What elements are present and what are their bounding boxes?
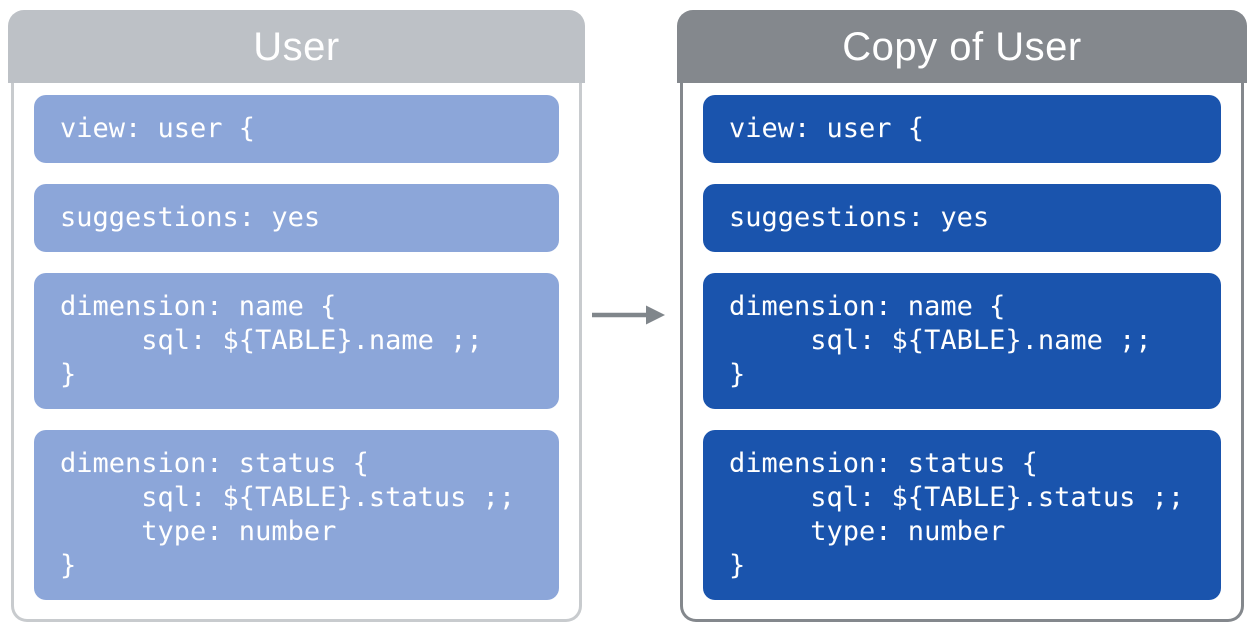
user-code-block-dimension-status: dimension: status { sql: ${TABLE}.status…: [34, 430, 559, 600]
code-line: suggestions: yes: [729, 202, 990, 233]
copy-of-user-panel: Copy of User view: user { suggestions: y…: [677, 10, 1247, 622]
code-line: dimension: status {: [60, 448, 369, 479]
copy-arrow-icon: [591, 302, 667, 328]
user-panel: User view: user { suggestions: yes dimen…: [8, 10, 585, 622]
code-line: sql: ${TABLE}.name ;;: [729, 325, 1152, 356]
code-line: suggestions: yes: [60, 202, 321, 233]
copy-of-user-panel-title: Copy of User: [842, 24, 1082, 69]
code-line: view: user {: [729, 113, 925, 144]
copy-of-user-panel-body: view: user { suggestions: yes dimension:…: [680, 83, 1244, 622]
user-panel-header: User: [8, 10, 585, 83]
copy-code-block-suggestions: suggestions: yes: [703, 184, 1221, 252]
code-line: type: number: [729, 516, 1006, 547]
user-panel-body: view: user { suggestions: yes dimension:…: [11, 83, 582, 622]
code-line: type: number: [60, 516, 337, 547]
copy-code-block-view: view: user {: [703, 95, 1221, 163]
user-code-block-suggestions: suggestions: yes: [34, 184, 559, 252]
user-panel-title: User: [253, 24, 340, 69]
code-line: }: [60, 359, 77, 390]
user-code-block-dimension-name: dimension: name { sql: ${TABLE}.name ;; …: [34, 273, 559, 409]
code-line: }: [60, 550, 77, 581]
code-line: }: [729, 550, 746, 581]
code-line: dimension: name {: [729, 291, 1006, 322]
code-line: sql: ${TABLE}.name ;;: [60, 325, 483, 356]
copy-code-block-dimension-name: dimension: name { sql: ${TABLE}.name ;; …: [703, 273, 1221, 409]
code-line: view: user {: [60, 113, 256, 144]
code-line: sql: ${TABLE}.status ;;: [729, 482, 1185, 513]
code-line: sql: ${TABLE}.status ;;: [60, 482, 516, 513]
code-line: dimension: status {: [729, 448, 1038, 479]
code-line: dimension: name {: [60, 291, 337, 322]
user-code-block-view: view: user {: [34, 95, 559, 163]
code-line: }: [729, 359, 746, 390]
copy-of-user-panel-header: Copy of User: [677, 10, 1247, 83]
copy-code-block-dimension-status: dimension: status { sql: ${TABLE}.status…: [703, 430, 1221, 600]
